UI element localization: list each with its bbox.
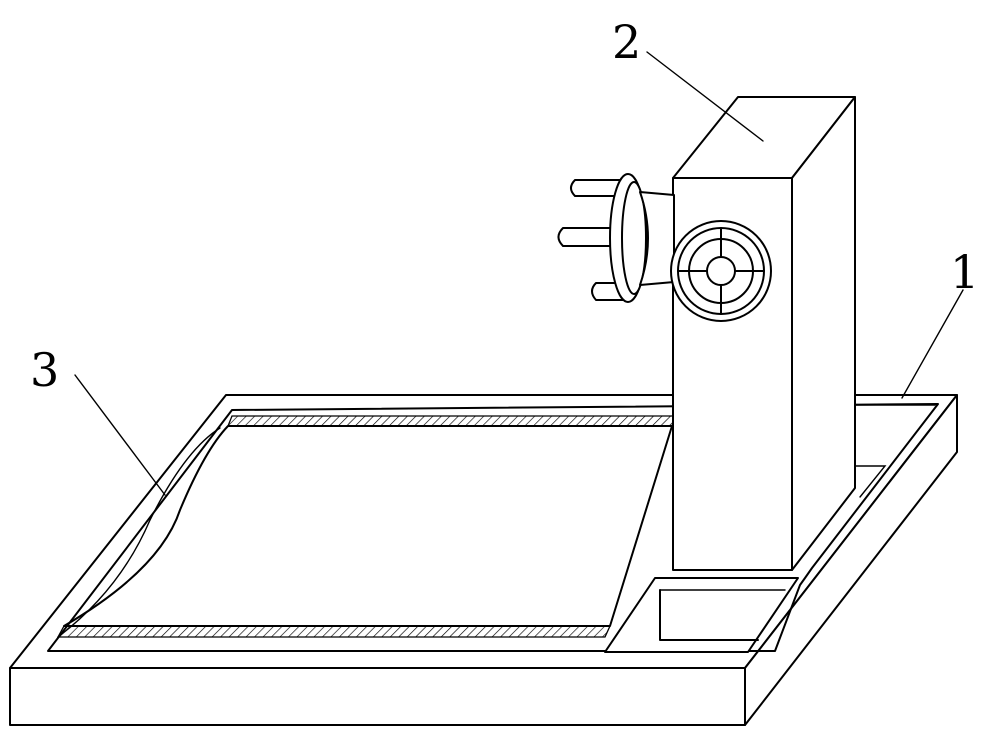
- rotating-head: [557, 173, 675, 303]
- base-front-face: [9, 667, 746, 726]
- pin-middle: [557, 227, 613, 247]
- storage-slot: [604, 577, 799, 653]
- callout-2: 2: [612, 15, 641, 69]
- handwheel: [670, 220, 772, 322]
- base-side-face: [744, 394, 958, 726]
- leader-1: [901, 289, 964, 399]
- hub: [639, 191, 675, 286]
- leader-2: [646, 51, 764, 142]
- wheel-hub: [706, 256, 736, 286]
- column: [672, 96, 856, 571]
- callout-3: 3: [30, 343, 59, 397]
- slot-inner: [659, 589, 759, 641]
- pad-top-strip: [227, 415, 676, 427]
- flange-inner: [621, 181, 647, 295]
- callout-1: 1: [950, 245, 979, 299]
- slot-outer: [604, 577, 799, 653]
- pad-curl: [57, 427, 221, 638]
- pad-bottom-strip: [56, 625, 612, 638]
- pad-surface: [63, 425, 673, 627]
- column-side-face: [791, 96, 856, 571]
- leader-3: [74, 374, 166, 496]
- base-inner-step-2: [854, 465, 887, 498]
- base-inner-rim: [47, 403, 939, 652]
